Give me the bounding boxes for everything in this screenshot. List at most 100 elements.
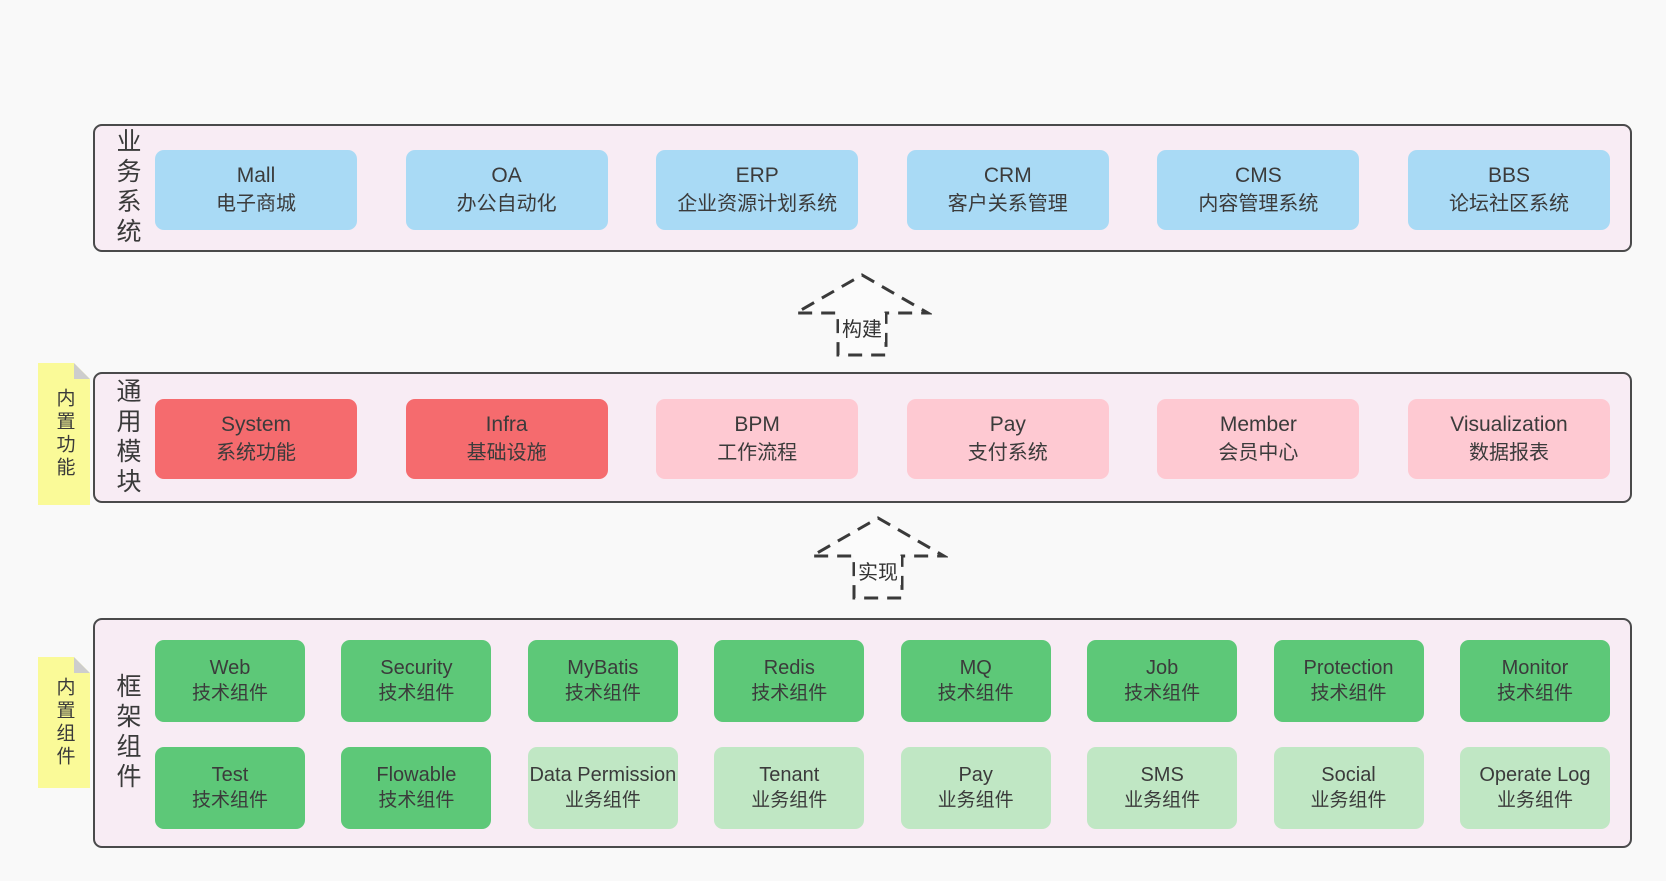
box-subtitle: 基础设施 [466,441,547,464]
box-subtitle: 业务组件 [1124,790,1201,812]
box-data-permission: Data Permission 业务组件 [527,747,678,829]
box-bbs: BBS 论坛社区系统 [1407,150,1610,230]
box-subtitle: 技术组件 [1124,683,1201,705]
sticky-text: 内置组件 [53,676,75,769]
box-test: Test 技术组件 [155,747,305,829]
box-subtitle: 技术组件 [1310,683,1387,705]
box-subtitle: 业务组件 [564,790,641,812]
box-flowable: Flowable 技术组件 [341,747,492,829]
box-subtitle: 内容管理系统 [1198,192,1319,215]
layer-label-text: 通用模块 [113,377,141,498]
box-subtitle: 系统功能 [216,441,296,464]
box-subtitle: 工作流程 [717,441,798,464]
box-title: Flowable [376,763,457,786]
box-title: MyBatis [567,656,639,679]
box-mybatis: MyBatis 技术组件 [527,640,678,722]
box-oa: OA 办公自动化 [405,150,608,230]
box-pay-module: Pay 支付系统 [906,399,1109,479]
box-subtitle: 业务组件 [1310,790,1387,812]
box-web: Web 技术组件 [155,640,305,722]
box-subtitle: 技术组件 [751,683,828,705]
box-title: Job [1145,656,1179,679]
box-title: BBS [1487,164,1530,188]
box-subtitle: 技术组件 [378,683,455,705]
box-title: ERP [735,164,779,188]
box-system: System 系统功能 [155,399,357,479]
box-subtitle: 论坛社区系统 [1448,192,1569,215]
box-subtitle: 技术组件 [191,683,268,705]
layer-label-components: 框架组件 [107,620,147,846]
box-title: Infra [485,413,528,437]
box-erp: ERP 企业资源计划系统 [656,150,859,230]
box-subtitle: 技术组件 [191,790,268,812]
box-monitor: Monitor 技术组件 [1459,640,1610,722]
box-job: Job 技术组件 [1087,640,1238,722]
box-title: Protection [1303,656,1394,679]
box-title: Member [1219,413,1297,437]
box-operate-log: Operate Log 业务组件 [1459,747,1610,829]
box-title: System [220,413,291,437]
components-node-row-2: Test 技术组件 Flowable 技术组件 Data Permission … [155,747,1610,829]
layer-label-text: 业务系统 [113,128,141,248]
box-subtitle: 技术组件 [378,790,455,812]
box-title: CMS [1235,164,1282,188]
box-social: Social 业务组件 [1273,747,1424,829]
box-protection: Protection 技术组件 [1273,640,1424,722]
box-subtitle: 客户关系管理 [947,192,1068,215]
box-title: Monitor [1501,656,1569,679]
folded-corner-icon [74,657,90,673]
box-title: Data Permission [529,763,677,786]
box-member: Member 会员中心 [1157,399,1360,479]
layer-common-modules: 通用模块 System 系统功能 Infra 基础设施 BPM 工作流程 Pay… [93,372,1632,503]
box-title: OA [491,164,522,188]
sticky-note-builtin-components: 内置组件 [38,657,90,788]
folded-corner-icon [74,363,90,379]
box-title: Test [211,763,249,786]
box-crm: CRM 客户关系管理 [906,150,1109,230]
box-title: Social [1321,763,1376,786]
box-subtitle: 业务组件 [1496,790,1573,812]
arrow-label: 构建 [839,313,885,342]
box-redis: Redis 技术组件 [714,640,865,722]
box-mq: MQ 技术组件 [900,640,1051,722]
box-title: Tenant [759,763,820,786]
box-subtitle: 业务组件 [751,790,828,812]
box-mall: Mall 电子商城 [155,150,357,230]
box-title: Mall [236,164,276,188]
box-title: Security [380,656,453,679]
box-bpm: BPM 工作流程 [656,399,859,479]
box-infra: Infra 基础设施 [405,399,608,479]
sticky-note-builtin-features: 内置功能 [38,363,90,505]
box-title: SMS [1140,763,1184,786]
layer-framework-components: 框架组件 Web 技术组件 Security 技术组件 MyBatis 技术组件… [93,618,1632,848]
box-tenant: Tenant 业务组件 [714,747,865,829]
box-title: BPM [734,413,780,437]
layer-label-modules: 通用模块 [107,374,147,501]
box-cms: CMS 内容管理系统 [1157,150,1360,230]
box-subtitle: 业务组件 [937,790,1014,812]
box-subtitle: 技术组件 [937,683,1014,705]
components-node-row-1: Web 技术组件 Security 技术组件 MyBatis 技术组件 Redi… [155,640,1610,722]
box-title: Operate Log [1479,763,1591,786]
arrow-label: 实现 [855,556,901,585]
layer-label-business: 业务系统 [107,126,147,250]
sticky-text: 内置功能 [53,388,75,480]
box-security: Security 技术组件 [341,640,492,722]
arrow-implement: 实现 [808,515,948,601]
box-title: Pay [989,413,1026,437]
box-subtitle: 会员中心 [1218,441,1299,464]
box-title: Redis [763,656,815,679]
box-title: Visualization [1450,413,1568,437]
box-subtitle: 支付系统 [967,441,1048,464]
modules-node-row: System 系统功能 Infra 基础设施 BPM 工作流程 Pay 支付系统… [155,399,1610,479]
box-pay-component: Pay 业务组件 [900,747,1051,829]
box-subtitle: 技术组件 [1496,683,1573,705]
box-title: Pay [958,763,993,786]
box-subtitle: 企业资源计划系统 [677,192,838,215]
box-subtitle: 办公自动化 [456,192,557,215]
business-node-row: Mall 电子商城 OA 办公自动化 ERP 企业资源计划系统 CRM 客户关系… [155,150,1610,230]
box-subtitle: 技术组件 [564,683,641,705]
layer-label-text: 框架组件 [113,673,141,793]
box-title: Web [209,656,251,679]
